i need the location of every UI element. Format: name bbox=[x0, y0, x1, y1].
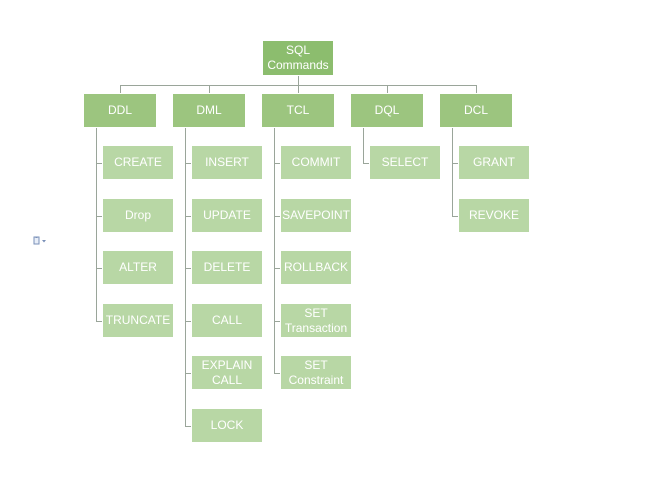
leaf-node-grant: GRANT bbox=[458, 145, 530, 180]
leaf-node-lock: LOCK bbox=[191, 408, 263, 443]
spine-connector-dcl bbox=[452, 128, 453, 216]
branch-connector-set-constraint bbox=[274, 373, 280, 374]
branch-connector-update bbox=[185, 216, 191, 217]
category-drop-connector-tcl bbox=[298, 85, 299, 93]
leaf-node-insert: INSERT bbox=[191, 145, 263, 180]
leaf-node-update: UPDATE bbox=[191, 198, 263, 233]
branch-connector-rollback bbox=[274, 268, 280, 269]
spine-connector-dml bbox=[185, 128, 186, 426]
branch-connector-explain-call bbox=[185, 373, 191, 374]
branch-connector-grant bbox=[452, 163, 458, 164]
branch-connector-savepoint bbox=[274, 216, 280, 217]
leaf-node-call: CALL bbox=[191, 303, 263, 338]
category-drop-connector-ddl bbox=[120, 85, 121, 93]
branch-connector-call bbox=[185, 321, 191, 322]
branch-connector-delete bbox=[185, 268, 191, 269]
spine-connector-dql bbox=[363, 128, 364, 164]
category-node-dcl: DCL bbox=[439, 93, 513, 128]
paste-options-icon[interactable] bbox=[33, 236, 47, 246]
leaf-node-commit: COMMIT bbox=[280, 145, 352, 180]
branch-connector-lock bbox=[185, 426, 191, 427]
branch-connector-drop bbox=[96, 216, 102, 217]
branch-connector-alter bbox=[96, 268, 102, 269]
leaf-node-delete: DELETE bbox=[191, 250, 263, 285]
category-node-dql: DQL bbox=[350, 93, 424, 128]
leaf-node-set-constraint: SET Constraint bbox=[280, 355, 352, 390]
category-drop-connector-dcl bbox=[476, 85, 477, 93]
category-node-dml: DML bbox=[172, 93, 246, 128]
leaf-node-create: CREATE bbox=[102, 145, 174, 180]
leaf-node-drop: Drop bbox=[102, 198, 174, 233]
leaf-node-set-transaction: SET Transaction bbox=[280, 303, 352, 338]
branch-connector-truncate bbox=[96, 321, 102, 322]
branch-connector-insert bbox=[185, 163, 191, 164]
category-node-ddl: DDL bbox=[83, 93, 157, 128]
leaf-node-alter: ALTER bbox=[102, 250, 174, 285]
leaf-node-select: SELECT bbox=[369, 145, 441, 180]
leaf-node-rollback: ROLLBACK bbox=[280, 250, 352, 285]
root-node-sql-commands: SQL Commands bbox=[262, 40, 334, 76]
leaf-node-explain-call: EXPLAIN CALL bbox=[191, 355, 263, 390]
branch-connector-select bbox=[363, 163, 369, 164]
category-node-tcl: TCL bbox=[261, 93, 335, 128]
branch-connector-set-transaction bbox=[274, 321, 280, 322]
category-drop-connector-dql bbox=[387, 85, 388, 93]
root-connector bbox=[298, 76, 299, 85]
branch-connector-commit bbox=[274, 163, 280, 164]
spine-connector-ddl bbox=[96, 128, 97, 321]
leaf-node-truncate: TRUNCATE bbox=[102, 303, 174, 338]
leaf-node-revoke: REVOKE bbox=[458, 198, 530, 233]
spine-connector-tcl bbox=[274, 128, 275, 374]
branch-connector-create bbox=[96, 163, 102, 164]
category-drop-connector-dml bbox=[209, 85, 210, 93]
branch-connector-revoke bbox=[452, 216, 458, 217]
leaf-node-savepoint: SAVEPOINT bbox=[280, 198, 352, 233]
